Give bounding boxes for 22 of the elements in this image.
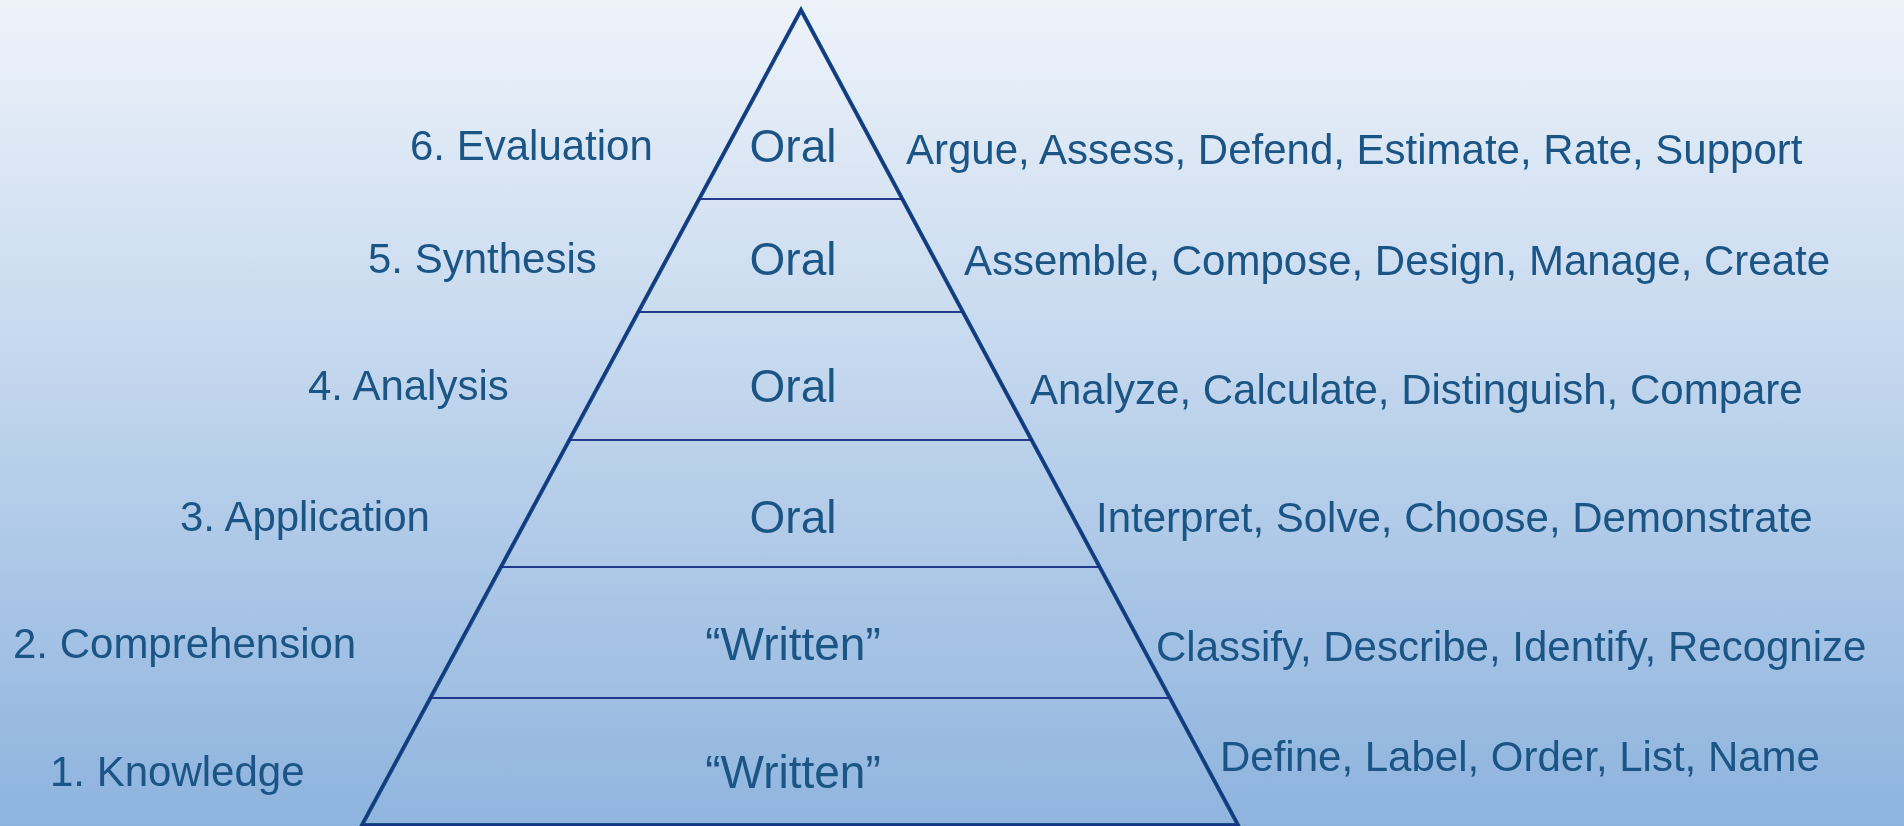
level-name: 2. Comprehension bbox=[13, 620, 357, 668]
verb-list: Interpret, Solve, Choose, Demonstrate bbox=[1096, 494, 1813, 542]
pyramid-tier bbox=[500, 440, 1100, 567]
level-name: 1. Knowledge bbox=[50, 748, 305, 796]
tier-label: Oral bbox=[749, 233, 837, 285]
tier-label: Oral bbox=[749, 491, 837, 543]
tier-label: “Written” bbox=[705, 746, 881, 798]
verb-list: Argue, Assess, Defend, Estimate, Rate, Support bbox=[906, 126, 1803, 174]
verb-list: Classify, Describe, Identify, Recognize bbox=[1156, 623, 1867, 671]
tier-label: “Written” bbox=[705, 618, 881, 670]
tier-label: Oral bbox=[749, 360, 837, 412]
verb-list: Assemble, Compose, Design, Manage, Create bbox=[964, 237, 1831, 285]
pyramid-tier bbox=[569, 312, 1032, 440]
level-name: 3. Application bbox=[180, 493, 430, 541]
pyramid-tier bbox=[699, 10, 903, 199]
level-name: 5. Synthesis bbox=[368, 235, 597, 283]
level-name: 6. Evaluation bbox=[410, 122, 653, 170]
tier-label: Oral bbox=[749, 120, 837, 172]
pyramid-tier bbox=[638, 199, 963, 312]
level-name: 4. Analysis bbox=[308, 362, 509, 410]
verb-list: Analyze, Calculate, Distinguish, Compare bbox=[1030, 366, 1803, 414]
verb-list: Define, Label, Order, List, Name bbox=[1220, 733, 1820, 781]
